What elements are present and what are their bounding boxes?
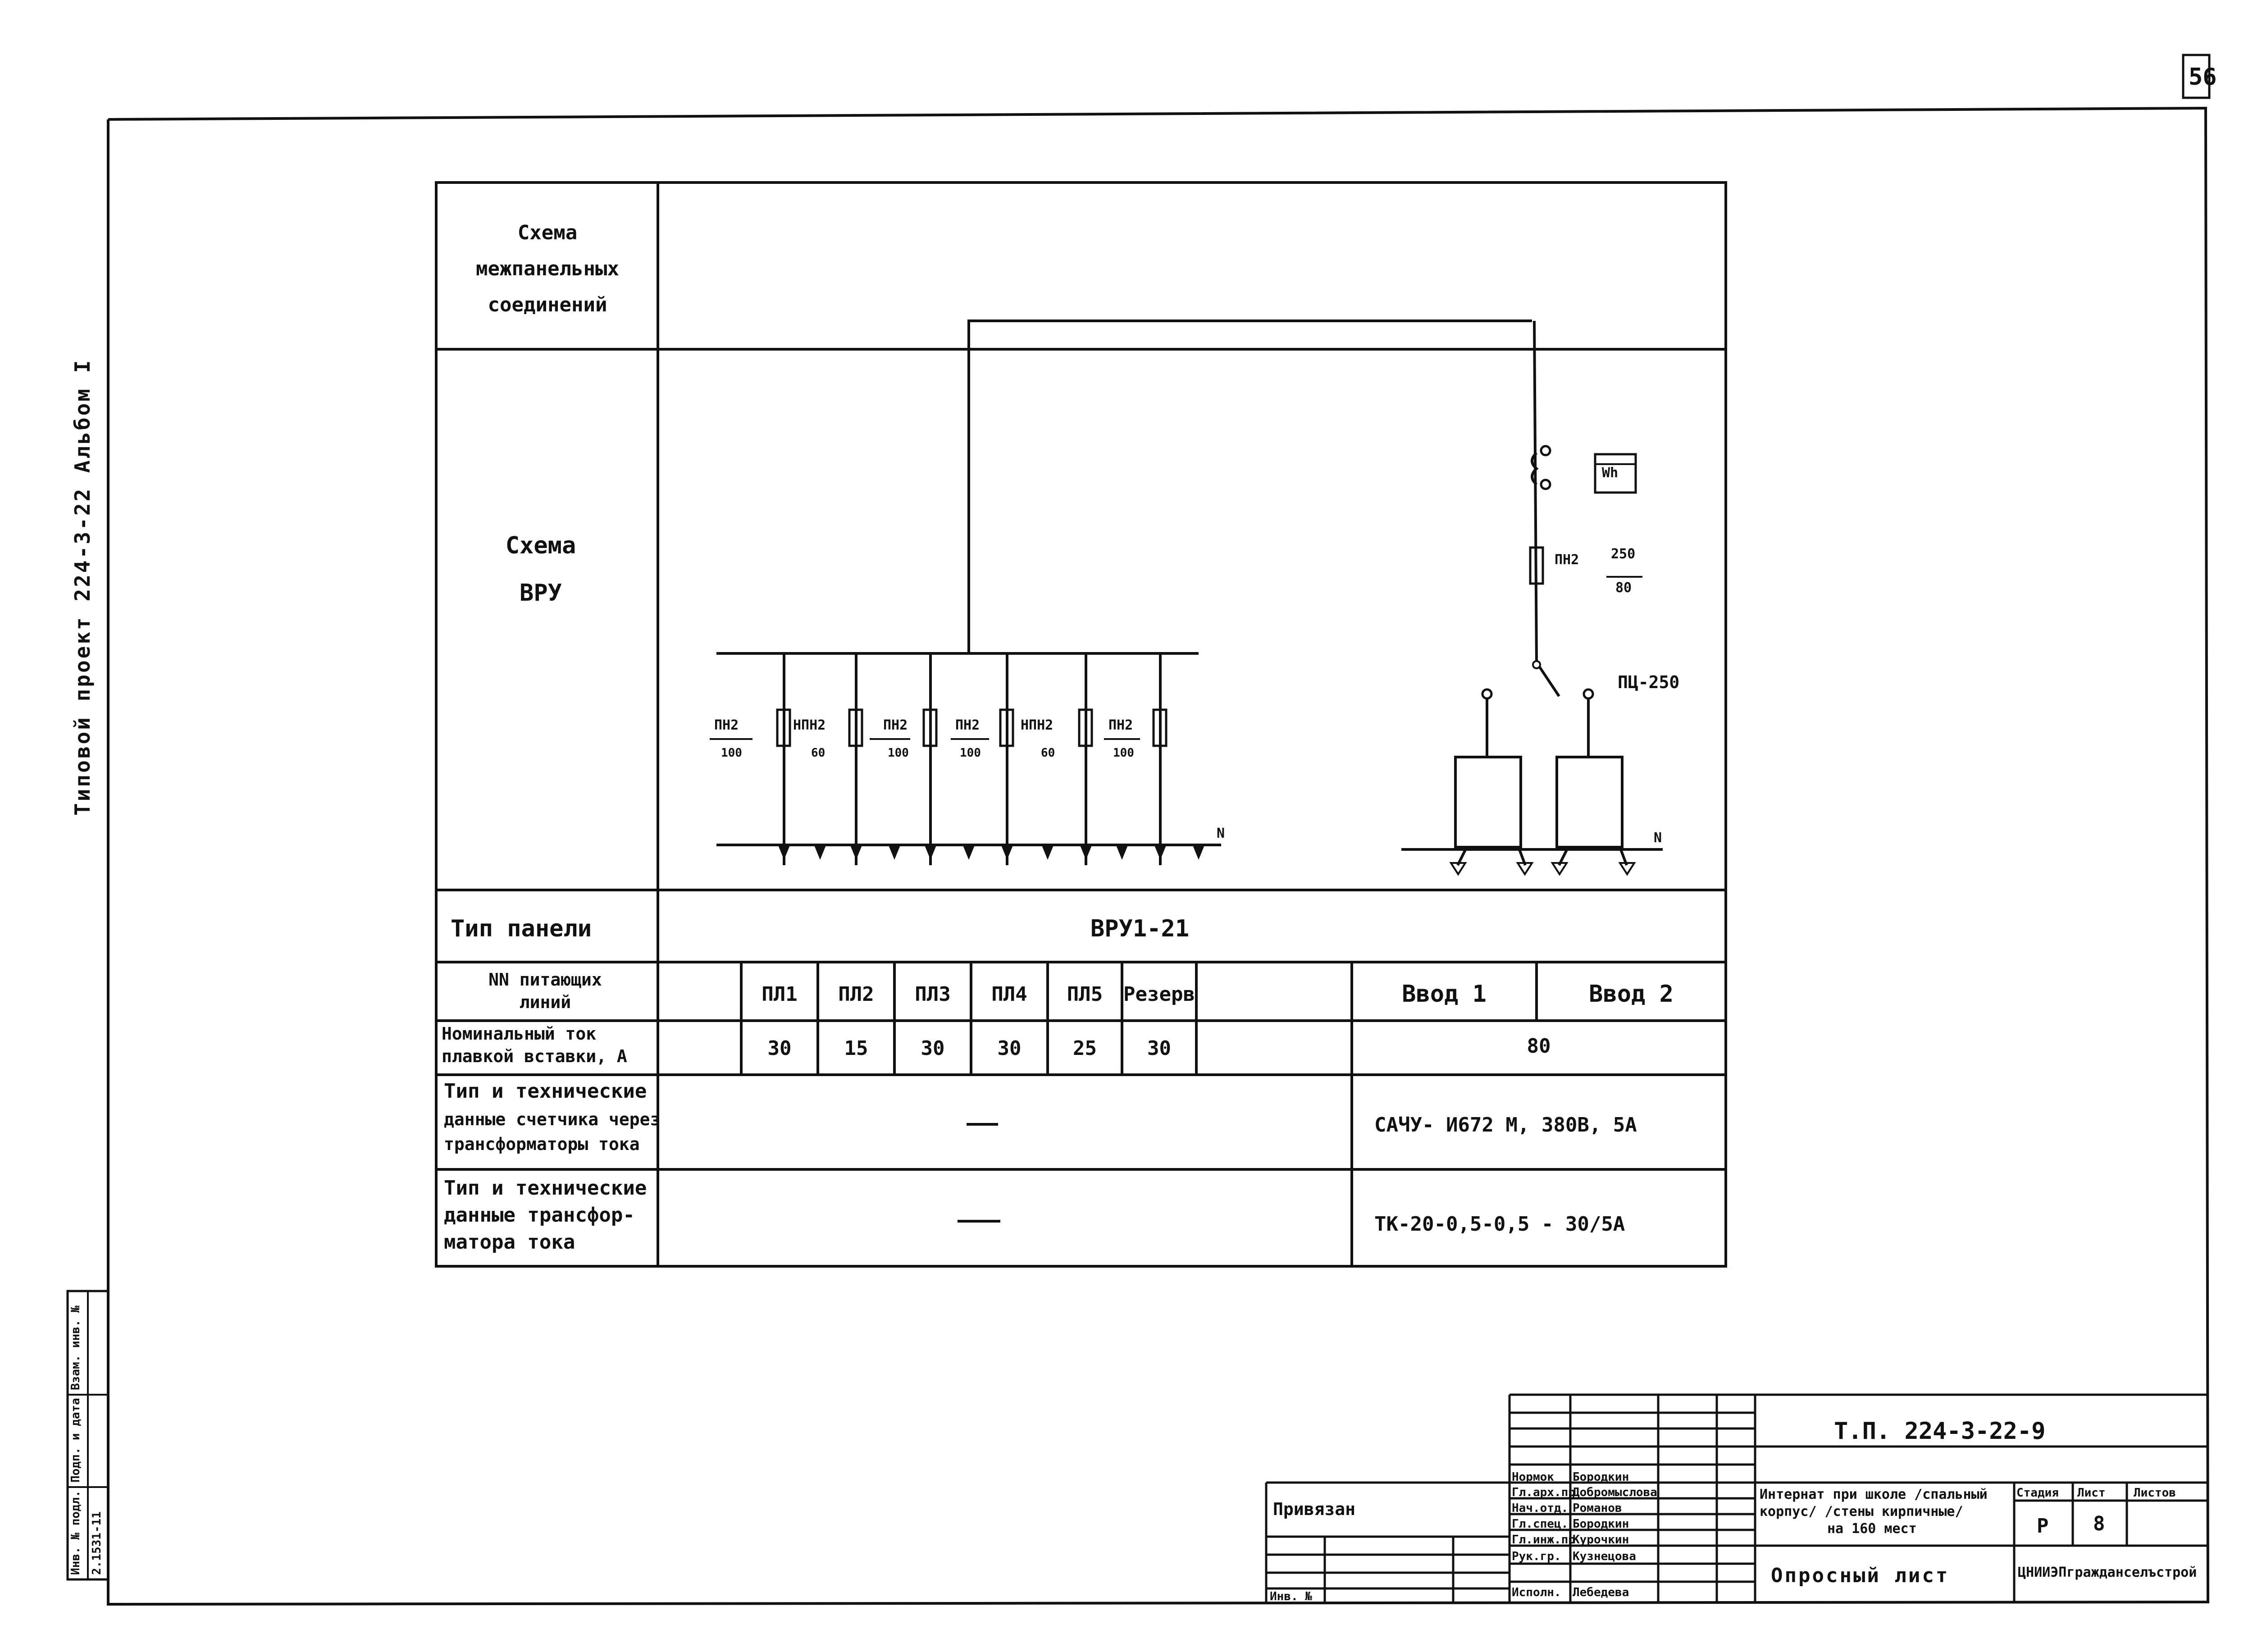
name-6: Кузнецова bbox=[1573, 1550, 1636, 1563]
privyazan-label: Привязан bbox=[1273, 1499, 1356, 1519]
tt-label-3: матора тока bbox=[444, 1231, 575, 1254]
fuse-3-rating: 100 bbox=[888, 746, 909, 760]
role-2: Гл.арх.пр bbox=[1512, 1486, 1575, 1499]
current-pl2: 15 bbox=[844, 1037, 868, 1060]
line-pl3: ПЛ3 bbox=[915, 983, 951, 1006]
org-name: ЦНИИЭПгражданселъстрой bbox=[2018, 1565, 2197, 1580]
current-reserve: 30 bbox=[1147, 1037, 1171, 1060]
meter-label-1: Тип и технические bbox=[444, 1080, 647, 1103]
tt-label-1: Тип и технические bbox=[444, 1177, 647, 1200]
role-1: Нормок bbox=[1512, 1470, 1554, 1484]
fuse-6-rating: 100 bbox=[1113, 746, 1134, 760]
fuse-2-rating: 60 bbox=[811, 746, 825, 760]
doc-code: Т.П. 224-3-22-9 bbox=[1834, 1418, 2046, 1445]
row1-label-3: соединений bbox=[488, 293, 607, 316]
input-1: Ввод 1 bbox=[1402, 981, 1487, 1008]
fuse-5-rating: 60 bbox=[1041, 746, 1055, 760]
name-3: Романов bbox=[1573, 1501, 1622, 1515]
project-name-1: Интернат при школе /спальный bbox=[1760, 1487, 1988, 1502]
fuse-3-name: ПН2 bbox=[883, 717, 908, 733]
fuse-6-name: ПН2 bbox=[1108, 717, 1133, 733]
vru-schematic bbox=[710, 319, 1663, 876]
sheet-value: 8 bbox=[2093, 1512, 2105, 1535]
stage-value: Р bbox=[2037, 1515, 2049, 1538]
line-reserve: Резерв bbox=[1123, 983, 1195, 1006]
row1-label-1: Схема bbox=[517, 221, 578, 244]
name-2: Добромыслова bbox=[1573, 1486, 1657, 1499]
role-6: Рук.гр. bbox=[1512, 1550, 1561, 1563]
line-pl5: ПЛ5 bbox=[1067, 983, 1103, 1006]
current-pl1: 30 bbox=[767, 1037, 792, 1060]
meter-label-2: данные счетчика через bbox=[444, 1109, 661, 1129]
name-4: Бородкин bbox=[1573, 1517, 1629, 1531]
name-1: Бородкин bbox=[1573, 1470, 1629, 1484]
tt-value: ТК-20-0,5-0,5 - 30/5А bbox=[1374, 1213, 1625, 1236]
fuse-4-name: ПН2 bbox=[955, 717, 980, 733]
inv-no-label: Инв. № bbox=[1270, 1590, 1312, 1603]
fuse-1-rating: 100 bbox=[721, 746, 742, 760]
current-label-1: Номинальный ток bbox=[442, 1024, 597, 1044]
project-name-3: на 160 мест bbox=[1827, 1521, 1917, 1537]
stamp-sign-label: Подп. и дата bbox=[69, 1398, 82, 1483]
input-fuse-name: ПН2 bbox=[1555, 552, 1579, 568]
lines-label-2: линий bbox=[519, 992, 571, 1012]
meter-symbol: Wh bbox=[1602, 465, 1619, 481]
switch-label: ПЦ-250 bbox=[1618, 672, 1680, 692]
tt-label-2: данные трансфор- bbox=[444, 1204, 635, 1227]
title-block bbox=[1265, 1393, 2208, 1602]
current-label-2: плавкой вставки, А bbox=[442, 1046, 627, 1066]
current-pl5: 25 bbox=[1073, 1037, 1097, 1060]
current-pl3: 30 bbox=[921, 1037, 945, 1060]
main-table bbox=[435, 181, 1727, 1268]
page-number-box bbox=[2182, 54, 2211, 99]
name-7: Лебедева bbox=[1573, 1586, 1629, 1599]
row1-label-2: межпанельных bbox=[476, 257, 619, 280]
current-pl4: 30 bbox=[997, 1037, 1022, 1060]
input-fuse-num: 250 bbox=[1611, 546, 1636, 562]
line-pl2: ПЛ2 bbox=[838, 983, 874, 1006]
fuse-4-rating: 100 bbox=[960, 746, 981, 760]
name-5: Курочкин bbox=[1573, 1533, 1629, 1547]
neutral-right: N bbox=[1654, 830, 1662, 846]
sheets-label: Листов bbox=[2134, 1486, 2176, 1500]
sheet-label: Лист bbox=[2077, 1486, 2106, 1500]
input-fuse-den: 80 bbox=[1615, 580, 1632, 596]
fuse-1-name: ПН2 bbox=[714, 717, 739, 733]
lines-label-1: NN питающих bbox=[488, 970, 602, 990]
role-3: Нач.отд. bbox=[1512, 1501, 1569, 1515]
role-4: Гл.спец. bbox=[1512, 1517, 1569, 1531]
fuse-2-name: НПН2 bbox=[793, 717, 826, 733]
meter-value: САЧУ- И672 М, 380В, 5А bbox=[1374, 1114, 1637, 1136]
side-title: Типовой проект 224-3-22 Альбом I bbox=[70, 358, 95, 816]
sheet-title: Опросный лист bbox=[1771, 1564, 1950, 1587]
page-number: 56 bbox=[2189, 64, 2217, 91]
stamp-replace-label: Взам. инв. № bbox=[69, 1305, 82, 1390]
input-2: Ввод 2 bbox=[1589, 981, 1674, 1008]
panel-type-label: Тип панели bbox=[451, 915, 592, 942]
sheet-frame bbox=[107, 106, 2210, 1606]
project-name-2: корпус/ /стены кирпичные/ bbox=[1760, 1504, 1963, 1520]
line-pl1: ПЛ1 bbox=[762, 983, 798, 1006]
fuse-5-name: НПН2 bbox=[1021, 717, 1054, 733]
role-7: Исполн. bbox=[1512, 1586, 1561, 1599]
line-pl4: ПЛ4 bbox=[991, 983, 1027, 1006]
input-current: 80 bbox=[1527, 1035, 1551, 1058]
meter-label-3: трансформаторы тока bbox=[444, 1134, 640, 1154]
neutral-left: N bbox=[1217, 826, 1225, 841]
panel-type-value: ВРУ1-21 bbox=[1090, 915, 1190, 942]
row2-label-2: ВРУ bbox=[520, 580, 562, 607]
row2-label-1: Схема bbox=[505, 532, 576, 559]
stamp-inv-label: Инв. № подл. bbox=[69, 1490, 82, 1575]
stage-label: Стадия bbox=[2016, 1486, 2059, 1500]
stamp-inv-value: 2.1531-11 bbox=[90, 1511, 104, 1575]
role-5: Гл.инж.пр bbox=[1512, 1533, 1575, 1547]
